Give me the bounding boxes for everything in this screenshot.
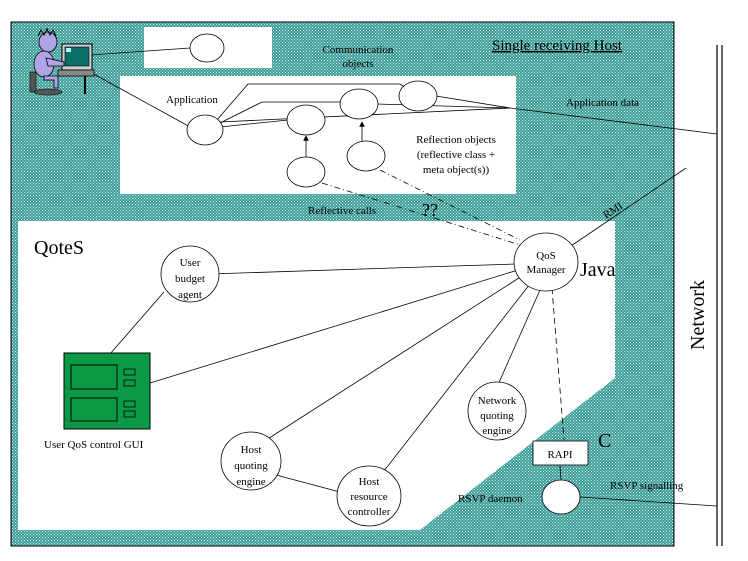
c-label: C [598,430,611,452]
host-resource-controller-label-1: Host [359,476,380,488]
gui-label: User QoS control GUI [44,439,144,451]
reflective-calls-links [321,169,531,249]
reflective-calls-label: Reflective calls [308,205,376,217]
qotes-panel [18,221,615,530]
app-object-node [286,104,326,136]
qos-manager-links [109,263,541,493]
host-resource-controller-node [336,465,402,527]
application-label: Application [166,94,218,106]
app-object-node [398,80,438,112]
network-label: Network [687,280,709,350]
user-at-computer-icon [29,27,95,96]
host-resource-controller-label-2: resource [350,491,387,503]
user-budget-agent-node [160,245,220,303]
reflection-objects-label-2: (reflective class + [417,149,495,161]
host-quoting-engine-label-1: Host [241,444,262,456]
network-bus [716,45,723,546]
application-node [186,114,224,146]
host-quoting-engine-label-3: engine [236,476,265,488]
comm-object-node [189,33,225,63]
host-quoting-engine-node [220,431,282,491]
question-marks-label: ?? [422,200,438,220]
rapi-box [532,440,589,466]
comm-objects-label-1: Communication [323,44,394,56]
comm-objects-label-2: objects [342,58,373,70]
reflection-objects-label-3: meta object(s)) [423,164,490,176]
host-quoting-engine-label-2: quoting [234,460,268,472]
host-title: Single receiving Host [492,38,623,54]
application-data-label: Application data [566,97,639,109]
rsvp-daemon-label: RSVP daemon [458,493,523,505]
user-budget-agent-label-1: User [180,257,201,269]
app-object-node [339,88,379,120]
rapi-label: RAPI [547,449,572,461]
rsvp-daemon-node [541,479,581,515]
reflection-objects-label-1: Reflection objects [416,134,496,146]
reflection-object-node [346,140,386,172]
network-quoting-engine-label-2: quoting [480,410,514,422]
host-resource-controller-label-3: controller [348,506,391,518]
qos-manager-label-1: QoS [536,250,556,262]
java-label: Java [580,259,616,281]
qos-manager-node [513,232,579,292]
network-quoting-engine-label-3: engine [482,425,511,437]
reflection-object-node [286,156,326,188]
user-budget-agent-label-2: budget [175,273,205,285]
network-quoting-engine-label-1: Network [478,395,517,407]
network-quoting-engine-node [467,381,527,441]
rsvp-signalling-label: RSVP signalling [610,480,684,492]
qos-manager-label-2: Manager [526,264,565,276]
user-budget-agent-label-3: agent [178,289,202,301]
user-qos-gui-icon [63,352,151,430]
qotes-label: QoteS [34,237,84,259]
